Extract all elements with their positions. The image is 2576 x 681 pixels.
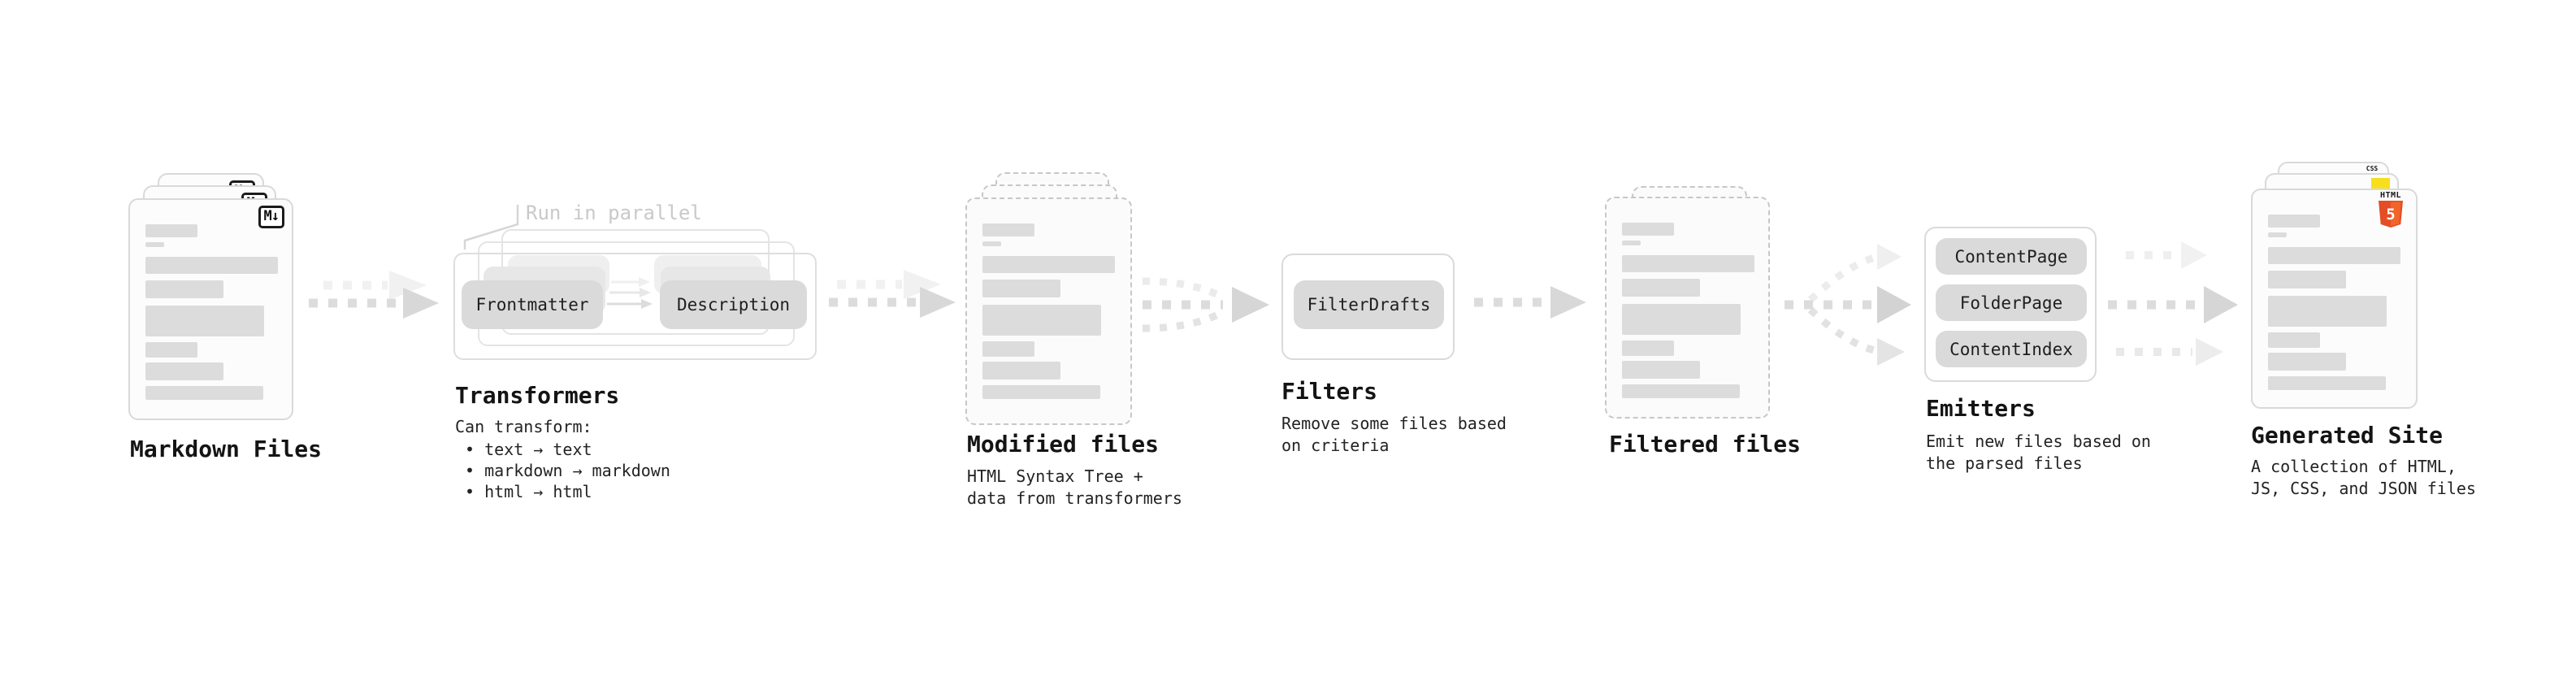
text-line-placeholder [2268, 215, 2320, 228]
filter-drafts-pill: FilterDrafts [1294, 280, 1444, 329]
svg-text:5: 5 [2386, 206, 2395, 223]
arrow-modified-to-filters [1142, 277, 1269, 332]
text-line-placeholder [982, 341, 1034, 357]
text-line-placeholder [982, 385, 1100, 399]
text-line-placeholder [982, 241, 1001, 246]
markdown-files-label: Markdown Files [130, 436, 323, 462]
text-line-placeholder [145, 362, 223, 380]
text-line-placeholder [145, 306, 264, 336]
text-line-placeholder [145, 386, 263, 400]
markdown-icon: M↓ [258, 206, 284, 228]
emitters-subtitle: Emit new files based on the parsed files [1926, 432, 2151, 473]
generated-html-file-card: HTML 5 [2251, 189, 2418, 409]
filters-label: Filters [1281, 378, 1378, 405]
modified-file-card-front [965, 197, 1132, 425]
transformer-layer-front [453, 253, 817, 360]
text-line-placeholder [1622, 340, 1674, 356]
arrow-filters-to-filtered [1474, 286, 1586, 319]
folder-page-emitter-pill: FolderPage [1936, 284, 2087, 321]
arrow-markdown-to-transformers [309, 271, 439, 319]
markdown-file-card-front: M↓ [128, 198, 293, 420]
text-line-placeholder [982, 256, 1115, 273]
content-page-emitter-pill: ContentPage [1936, 238, 2087, 275]
text-line-placeholder [982, 280, 1060, 297]
run-in-parallel-annotation: Run in parallel [526, 202, 702, 224]
modified-files-label: Modified files [967, 431, 1160, 458]
text-line-placeholder [145, 257, 278, 274]
text-line-placeholder [2268, 332, 2320, 348]
html5-icon: HTML 5 [2376, 192, 2405, 228]
text-line-placeholder [2268, 353, 2346, 371]
content-index-emitter-pill: ContentIndex [1936, 331, 2087, 367]
filtered-files-label: Filtered files [1609, 431, 1802, 458]
filters-subtitle: Remove some files based on criteria [1281, 414, 1507, 455]
arrow-emitters-to-generated [2108, 241, 2238, 366]
text-line-placeholder [2268, 296, 2387, 327]
generated-site-label: Generated Site [2251, 422, 2444, 449]
generated-site-subtitle: A collection of HTML, JS, CSS, and JSON … [2251, 457, 2476, 498]
text-line-placeholder [1622, 241, 1641, 245]
text-line-placeholder [145, 242, 164, 247]
text-line-placeholder [2268, 376, 2386, 390]
text-line-placeholder [145, 342, 197, 358]
text-line-placeholder [1622, 361, 1700, 379]
arrow-transformers-to-modified [829, 270, 956, 318]
text-line-placeholder [2268, 232, 2287, 237]
modified-files-subtitle: HTML Syntax Tree + data from transformer… [967, 466, 1182, 508]
transformers-note-title: Can transform: [455, 417, 592, 436]
transformers-bullet-list: • text → text • markdown → markdown • ht… [465, 440, 670, 501]
frontmatter-transformer-pill: Frontmatter [462, 280, 603, 329]
arrow-filtered-to-emitters [1785, 244, 1911, 366]
text-line-placeholder [1622, 223, 1674, 236]
text-line-placeholder [982, 362, 1060, 380]
transformers-label: Transformers [455, 382, 620, 409]
text-line-placeholder [982, 223, 1034, 236]
filtered-file-card-front [1605, 197, 1770, 419]
text-line-placeholder [2268, 271, 2346, 288]
emitters-label: Emitters [1926, 395, 2036, 422]
text-line-placeholder [982, 305, 1101, 336]
text-line-placeholder [2268, 247, 2400, 264]
js-file-icon [2371, 178, 2390, 189]
text-line-placeholder [1622, 384, 1740, 398]
text-line-placeholder [145, 280, 223, 298]
description-transformer-pill: Description [660, 280, 807, 329]
text-line-placeholder [1622, 279, 1700, 297]
text-line-placeholder [145, 224, 197, 237]
text-line-placeholder [1622, 304, 1741, 335]
text-line-placeholder [1622, 255, 1754, 272]
